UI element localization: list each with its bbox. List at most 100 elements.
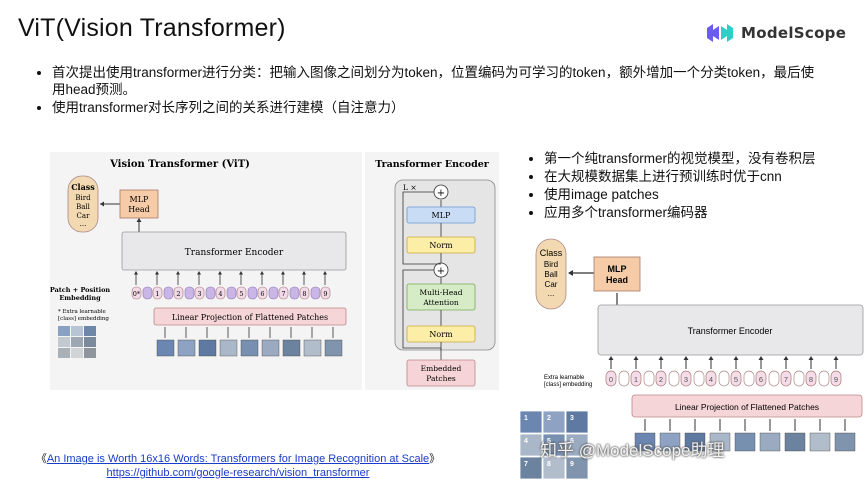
token-box (215, 286, 226, 300)
transformer-encoder-label: Transformer Encoder (688, 326, 773, 336)
bullet-item: 首次提出使用transformer进行分类：把输入图像之间划分为token，位置… (52, 64, 816, 98)
token-index: 3 (197, 290, 201, 298)
token-index: 7 (784, 375, 788, 384)
reference-links: 《An Image is Worth 16x16 Words: Transfor… (18, 452, 458, 480)
image-tile (519, 433, 543, 457)
image-tile (519, 410, 543, 434)
image-patch (684, 432, 706, 452)
embedded-patches-label: Embedded (421, 364, 462, 373)
image-tile (565, 410, 589, 434)
token-box (131, 286, 142, 300)
token-index: 8 (302, 290, 306, 298)
extra-note: [class] embedding (544, 382, 592, 388)
arrow-head (323, 271, 327, 275)
arrow-head (733, 356, 739, 360)
arrow-head (136, 218, 142, 222)
arrow-head (197, 271, 201, 275)
image-patch (303, 339, 322, 357)
image-patch (734, 432, 756, 452)
image-tile (84, 348, 96, 358)
token-index: 1 (634, 375, 638, 384)
image-tile (84, 337, 96, 347)
image-patch (324, 339, 343, 357)
image-tile (542, 433, 566, 457)
image-patch (784, 432, 806, 452)
tile-number: 5 (547, 438, 551, 445)
image-tile (71, 326, 83, 336)
transformer-encoder-label: Transformer Encoder (185, 248, 284, 258)
pos-embed-label: Embedding (59, 294, 101, 302)
mha-label: Multi-Head (419, 288, 462, 297)
right-bullet-list: 第一个纯transformer的视觉模型，没有卷积层 在大规模数据集上进行预训练… (528, 150, 858, 222)
arrow-head (100, 201, 104, 207)
image-tile (58, 326, 70, 336)
token-box (830, 370, 842, 387)
position-embedding (718, 370, 730, 387)
token-box (705, 370, 717, 387)
transformer-encoder-box (597, 304, 864, 356)
image-tile (58, 337, 70, 347)
linear-projection-box (631, 394, 863, 418)
position-embedding (247, 286, 258, 300)
token-box (236, 286, 247, 300)
bullet-item: 使用transformer对长序列之间的关系进行建模（自注意力） (52, 99, 816, 116)
token-box (755, 370, 767, 387)
token-index: 9 (834, 375, 838, 384)
token-index: 1 (155, 290, 159, 298)
image-patch (198, 339, 217, 357)
position-embedding (793, 370, 805, 387)
arrow-head (633, 356, 639, 360)
slide-title: ViT(Vision Transformer) (18, 14, 286, 42)
arrow-head (239, 271, 243, 275)
class-item: Bird (75, 194, 91, 202)
class-label: Class (540, 248, 563, 258)
right-bullet-item: 第一个纯transformer的视觉模型，没有卷积层 (544, 150, 858, 168)
paper-link[interactable]: An Image is Worth 16x16 Words: Transform… (46, 453, 430, 465)
image-patch (240, 339, 259, 357)
mlp-head-label: Head (128, 205, 150, 214)
mlp-label: MLP (432, 211, 452, 220)
token-index: 6 (759, 375, 763, 384)
token-index: 2 (659, 375, 663, 384)
modelscope-logo: ModelScope (705, 22, 846, 44)
image-patch (834, 432, 856, 452)
github-link[interactable]: https://github.com/google-research/visio… (106, 467, 370, 479)
right-bullet-item: 使用image patches (544, 186, 858, 204)
tile-number: 6 (570, 438, 574, 445)
token-index: 2 (176, 290, 180, 298)
token-index: 5 (239, 290, 243, 298)
token-box (805, 370, 817, 387)
arrow-head (218, 271, 222, 275)
mlp-head-box (593, 256, 641, 292)
plus-symbol: + (437, 266, 445, 277)
class-item: Ball (544, 270, 558, 279)
token-index: 4 (218, 290, 222, 298)
residual-path (402, 191, 441, 265)
position-embedding (693, 370, 705, 387)
arrow-head (302, 271, 306, 275)
class-item: Car (77, 212, 91, 220)
position-embedding (289, 286, 300, 300)
pos-embed-label: Patch + Position (50, 286, 110, 294)
source-image-grid (58, 326, 96, 358)
mlp-head-label: MLP (130, 195, 150, 204)
right-bullet-item: 应用多个transformer编码器 (544, 204, 858, 222)
encoder-block-title: Transformer Encoder (375, 159, 490, 170)
main-bullet-list: 首次提出使用transformer进行分类：把输入图像之间划分为token，位置… (36, 64, 816, 117)
class-item: ... (80, 220, 87, 228)
token-box (680, 370, 692, 387)
token-box (320, 286, 331, 300)
token-index: 8 (809, 375, 813, 384)
token-box (152, 286, 163, 300)
image-tile (542, 410, 566, 434)
tile-number: 8 (547, 461, 551, 468)
image-patch (809, 432, 831, 452)
norm-label: Norm (429, 330, 453, 339)
position-embedding (163, 286, 174, 300)
class-item: Ball (76, 203, 91, 211)
linear-projection-label: Linear Projection of Flattened Patches (172, 313, 328, 322)
arrow-head (808, 356, 814, 360)
extra-note: Extra learnable (544, 375, 585, 381)
